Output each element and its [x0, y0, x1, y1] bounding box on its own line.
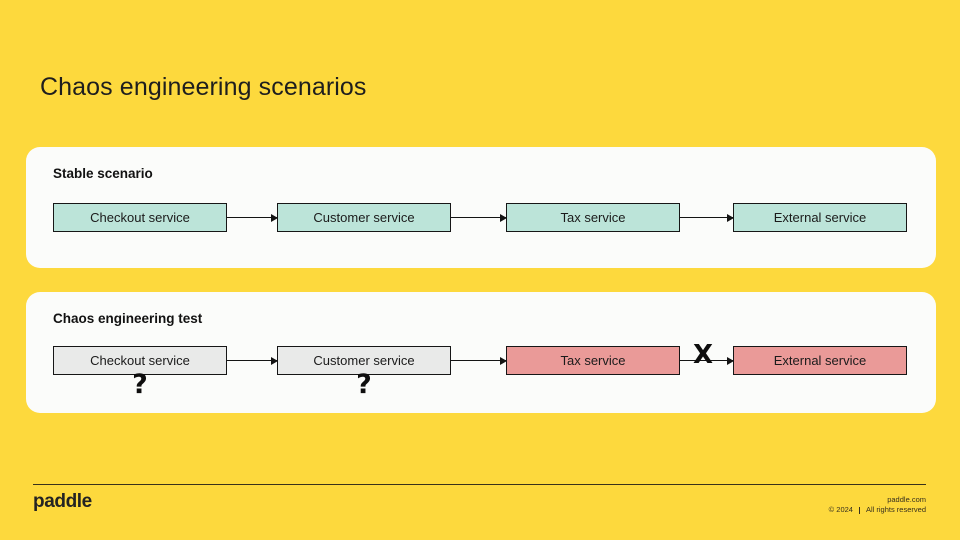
- footer-meta: paddle.com © 2024 All rights reserved: [829, 495, 926, 515]
- chaos-test-label: Chaos engineering test: [53, 311, 203, 326]
- broken-arrow-connector: [680, 357, 734, 365]
- footer-separator: [858, 506, 860, 514]
- footer-divider: [33, 484, 926, 485]
- node-checkout-service: Checkout service: [53, 346, 227, 375]
- footer-rights-row: © 2024 All rights reserved: [829, 505, 926, 515]
- arrow-connector: [451, 214, 507, 222]
- failure-x-mark: X: [692, 340, 714, 370]
- arrow-connector: [227, 357, 278, 365]
- question-mark-checkout: ?: [132, 369, 148, 400]
- stable-scenario-card: Stable scenario Checkout service Custome…: [26, 147, 936, 268]
- node-tax-service: Tax service: [506, 346, 680, 375]
- node-tax-service: Tax service: [506, 203, 680, 232]
- arrow-connector: [227, 214, 278, 222]
- footer-website: paddle.com: [887, 495, 926, 504]
- stable-scenario-label: Stable scenario: [53, 166, 153, 181]
- node-external-service: External service: [733, 203, 907, 232]
- paddle-logo-text: paddle: [33, 491, 92, 512]
- node-checkout-service: Checkout service: [53, 203, 227, 232]
- node-customer-service: Customer service: [277, 203, 451, 232]
- page-title: Chaos engineering scenarios: [40, 73, 367, 101]
- footer-copyright: © 2024: [828, 505, 853, 514]
- question-mark-customer: ?: [356, 369, 372, 400]
- arrow-connector: [451, 357, 507, 365]
- node-customer-service: Customer service: [277, 346, 451, 375]
- node-external-service: External service: [733, 346, 907, 375]
- chaos-test-card: Chaos engineering test Checkout service …: [26, 292, 936, 413]
- paddle-logo: paddle: [33, 491, 92, 513]
- paddle-logo-arrow-icon: [35, 500, 40, 504]
- arrow-connector: [680, 214, 734, 222]
- footer-rights: All rights reserved: [865, 505, 926, 514]
